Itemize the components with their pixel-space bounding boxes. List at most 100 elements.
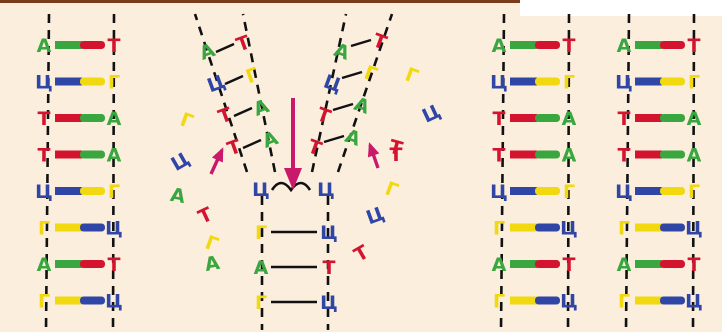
bond-half-right [660, 297, 685, 305]
bond-half-left [635, 297, 662, 305]
panel-top-gap [520, 0, 722, 16]
bond-half-left [510, 224, 537, 232]
nucleotide-letter-g: Г [108, 181, 120, 203]
nucleotide-letter-a: А [107, 145, 122, 167]
bond-half-right [80, 78, 105, 86]
nucleotide-letter-a: А [37, 35, 52, 57]
bond-half-left [510, 151, 537, 159]
bond-half-left [635, 151, 662, 159]
bond-half-left [55, 224, 82, 232]
nucleotide-letter-g: Г [563, 181, 575, 203]
bond-half-right [535, 78, 560, 86]
bond-half-right [80, 224, 105, 232]
nucleotide-letter-g: Г [255, 222, 267, 244]
bond-half-right [535, 224, 560, 232]
bond-half-right [535, 41, 560, 49]
nucleotide-letter-a: А [492, 35, 507, 57]
nucleotide-letter-c: Ц [685, 291, 703, 313]
nucleotide-letter-c: Ц [35, 181, 53, 203]
nucleotide-letter-t: Т [108, 35, 121, 57]
bond-half-left [635, 114, 662, 122]
nucleotide-letter-a: А [107, 108, 122, 130]
nucleotide-letter-a: А [562, 108, 577, 130]
nucleotide-letter-c: Ц [490, 72, 508, 94]
nucleotide-letter-t: Т [493, 108, 506, 130]
nucleotide-letter-c: Ц [560, 291, 578, 313]
nucleotide-letter-t: Т [618, 145, 631, 167]
nucleotide-letter-t: Т [618, 108, 631, 130]
nucleotide-letter-t: Т [38, 145, 51, 167]
nucleotide-letter-a: А [492, 254, 507, 276]
bond-half-right [80, 41, 105, 49]
bond-half-left [635, 187, 662, 195]
bond-half-right [535, 297, 560, 305]
bond-half-left [55, 78, 82, 86]
bond-half-right [660, 224, 685, 232]
nucleotide-letter-t: Т [688, 35, 701, 57]
nucleotide-letter-g: Г [493, 291, 505, 313]
nucleotide-letter-t: Т [108, 254, 121, 276]
nucleotide-letter-g: Г [38, 291, 50, 313]
nucleotide-letter-g: Г [688, 181, 700, 203]
nucleotide-letter-t: Т [563, 254, 576, 276]
nucleotide-letter-g: Г [255, 292, 267, 314]
nucleotide-letter-c: Ц [560, 218, 578, 240]
bond-half-right [80, 187, 105, 195]
nucleotide-letter-c: Ц [490, 181, 508, 203]
nucleotide-letter-t: Т [688, 254, 701, 276]
panel-top-border [0, 0, 520, 3]
bond-half-right [660, 114, 685, 122]
nucleotide-letter-c: Ц [105, 291, 123, 313]
nucleotide-letter-a: А [254, 257, 269, 279]
bond-half-left [510, 187, 537, 195]
nucleotide-letter-a: А [617, 254, 632, 276]
bond-half-left [55, 114, 82, 122]
bond-half-left [510, 78, 537, 86]
bond-half-right [535, 114, 560, 122]
nucleotide-letter-g: Г [618, 218, 630, 240]
bond-half-left [510, 41, 537, 49]
nucleotide-letter-a: А [562, 145, 577, 167]
bond-half-right [535, 187, 560, 195]
nucleotide-letter-c: Ц [35, 72, 53, 94]
nucleotide-letter-c: Ц [615, 181, 633, 203]
bond-half-right [660, 187, 685, 195]
bond-half-left [635, 78, 662, 86]
nucleotide-letter-a: А [617, 35, 632, 57]
nucleotide-letter-c: Ц [252, 179, 270, 201]
bond-half-right [660, 78, 685, 86]
nucleotide-letter-g: Г [688, 72, 700, 94]
bond-half-right [80, 297, 105, 305]
bond-half-left [55, 187, 82, 195]
bond-half-left [635, 224, 662, 232]
nucleotide-letter-c: Ц [317, 179, 335, 201]
bond-half-left [55, 41, 82, 49]
bond-half-left [55, 151, 82, 159]
bond-half-left [55, 297, 82, 305]
nucleotide-letter-c: Ц [105, 218, 123, 240]
nucleotide-letter-g: Г [618, 291, 630, 313]
nucleotide-letter-c: Ц [685, 218, 703, 240]
nucleotide-letter-g: Г [563, 72, 575, 94]
bond-half-right [660, 151, 685, 159]
bond-half-right [80, 114, 105, 122]
bond-half-left [635, 260, 662, 268]
nucleotide-letter-a: А [687, 145, 702, 167]
bond-half-left [55, 260, 82, 268]
bond-half-left [510, 114, 537, 122]
nucleotide-letter-t: Т [38, 108, 51, 130]
nucleotide-letter-c: Ц [320, 292, 338, 314]
nucleotide-letter-a: А [687, 108, 702, 130]
nucleotide-letter-t: Т [323, 257, 336, 279]
bond-half-left [510, 260, 537, 268]
nucleotide-letter-g: Г [108, 72, 120, 94]
nucleotide-letter-t: Т [493, 145, 506, 167]
bond-half-left [510, 297, 537, 305]
nucleotide-letter-t: Т [390, 144, 403, 166]
bond-half-right [660, 41, 685, 49]
nucleotide-letter-t: Т [563, 35, 576, 57]
nucleotide-letter-a: А [37, 254, 52, 276]
nucleotide-letter-g: Г [493, 218, 505, 240]
